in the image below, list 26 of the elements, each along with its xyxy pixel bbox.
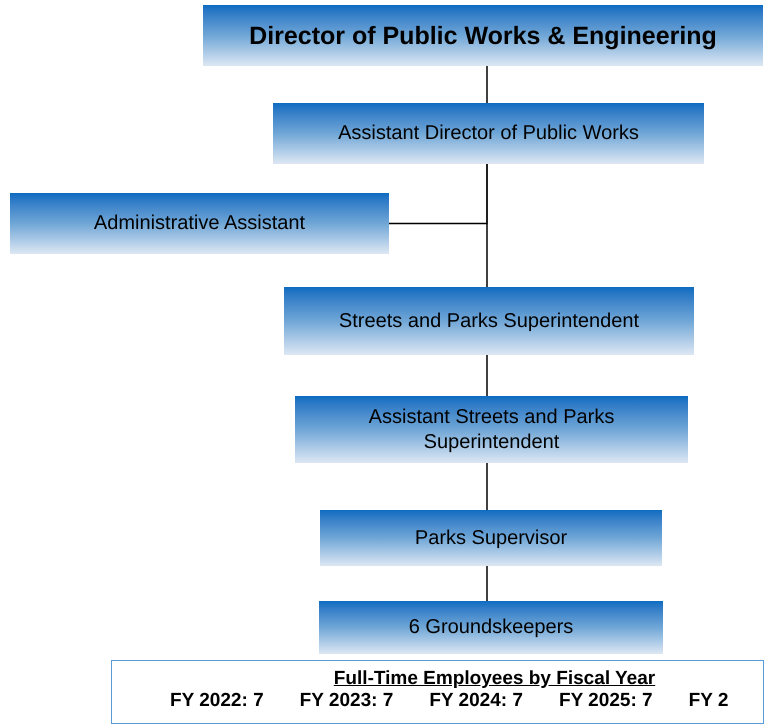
- position-box: [295, 396, 688, 463]
- connector-line: [486, 566, 488, 601]
- position-box: [284, 287, 694, 355]
- connector-line: [486, 463, 488, 510]
- fiscal-year-count: FY 2024: 7: [429, 690, 523, 712]
- position-box: [10, 193, 389, 254]
- position-title: Streets and Parks Superintendent: [338, 308, 640, 334]
- position-box: [319, 601, 663, 654]
- position-box: [320, 510, 662, 566]
- connector-line: [486, 66, 488, 103]
- position-title: Administrative Assistant: [94, 211, 306, 236]
- fiscal-year-count: FY 2025: 7: [558, 690, 653, 712]
- fiscal-year-count: FY 2022: 7: [170, 690, 264, 712]
- position-box: [203, 5, 763, 66]
- summary-heading: Full-Time Employees by Fiscal Year: [334, 668, 656, 690]
- fiscal-year-count: FY 2: [688, 690, 728, 712]
- fiscal-year-count: FY 2023: 7: [300, 690, 394, 712]
- position-title: 6 Groundskeepers: [408, 615, 574, 640]
- position-title: Assistant Streets and Parks Superintendent: [368, 404, 616, 454]
- staffing-summary-box: [111, 660, 764, 724]
- position-title: Assistant Director of Public Works: [338, 121, 639, 146]
- position-title: Director of Public Works & Engineering: [249, 22, 717, 50]
- position-box: [273, 103, 704, 164]
- connector-line: [486, 355, 488, 396]
- connector-line: [486, 164, 488, 287]
- position-title: Parks Supervisor: [414, 526, 568, 550]
